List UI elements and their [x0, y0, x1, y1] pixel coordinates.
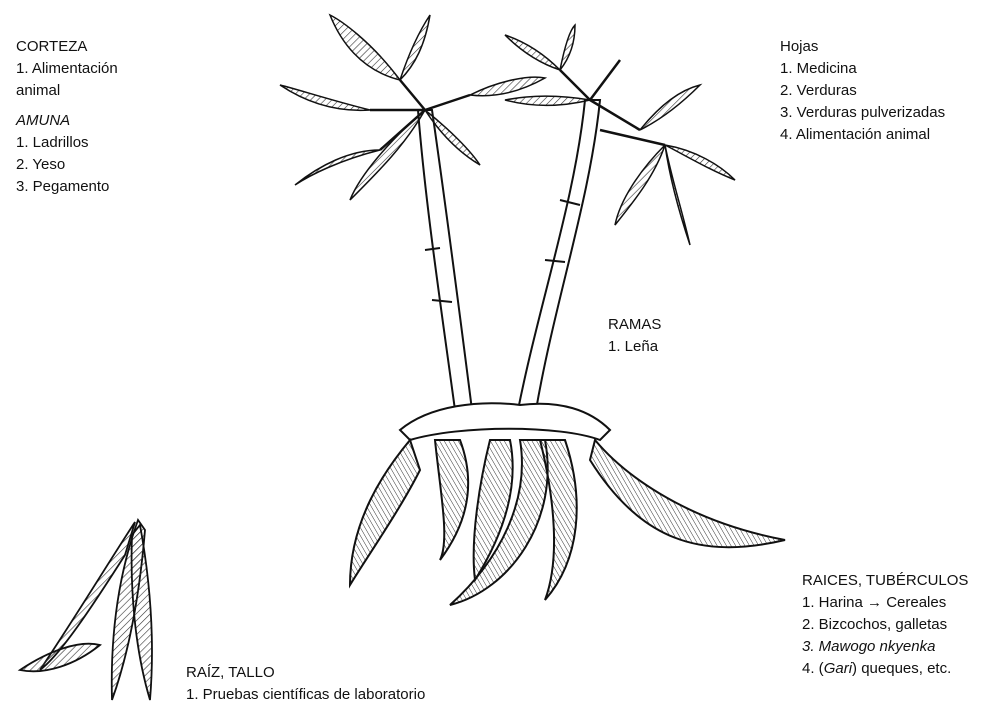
raices-block: RAICES, TUBÉRCULOS 1. Harina → Cereales … — [802, 570, 968, 680]
hojas-item-1: 1. Medicina — [780, 58, 945, 80]
corteza-item-1: 1. Alimentación — [16, 58, 118, 80]
leaves-left — [280, 15, 545, 200]
hojas-item-3: 3. Verduras pulverizadas — [780, 102, 945, 124]
corteza-block: CORTEZA 1. Alimentación animal — [16, 36, 118, 102]
ramas-block: RAMAS 1. Leña — [608, 314, 661, 358]
root-crown — [400, 403, 610, 440]
corteza-item-1-cont: animal — [16, 80, 118, 102]
raices-heading: RAICES, TUBÉRCULOS — [802, 570, 968, 592]
hojas-item-2: 2. Verduras — [780, 80, 945, 102]
raices-item-4-gari: Gari — [824, 660, 852, 677]
raices-item-4: 4. (Gari) queques, etc. — [802, 658, 968, 680]
raices-item-4-prefix: 4. ( — [802, 660, 824, 677]
stems — [418, 100, 600, 410]
amuna-item-1: 1. Ladrillos — [16, 132, 109, 154]
corteza-heading: CORTEZA — [16, 36, 118, 58]
raiz-tallo-heading: RAÍZ, TALLO — [186, 662, 425, 684]
stem-cuttings-drawing — [20, 520, 152, 700]
amuna-item-2: 2. Yeso — [16, 154, 109, 176]
raices-item-4-suffix: ) queques, etc. — [852, 660, 951, 677]
amuna-item-3: 3. Pegamento — [16, 176, 109, 198]
ramas-item-1: 1. Leña — [608, 336, 661, 358]
raiz-tallo-block: RAÍZ, TALLO 1. Pruebas científicas de la… — [186, 662, 425, 706]
tubers — [350, 440, 785, 605]
hojas-heading: Hojas — [780, 36, 945, 58]
branches — [370, 60, 665, 150]
hojas-item-4: 4. Alimentación animal — [780, 124, 945, 146]
raices-item-2: 2. Bizcochos, galletas — [802, 614, 968, 636]
amuna-heading: AMUNA — [16, 110, 109, 132]
ramas-heading: RAMAS — [608, 314, 661, 336]
amuna-block: AMUNA 1. Ladrillos 2. Yeso 3. Pegamento — [16, 110, 109, 198]
raices-item-3: 3. Mawogo nkyenka — [802, 636, 968, 658]
hojas-block: Hojas 1. Medicina 2. Verduras 3. Verdura… — [780, 36, 945, 146]
raiz-tallo-item-1: 1. Pruebas científicas de laboratorio — [186, 684, 425, 706]
raices-item-1: 1. Harina → Cereales — [802, 592, 968, 614]
